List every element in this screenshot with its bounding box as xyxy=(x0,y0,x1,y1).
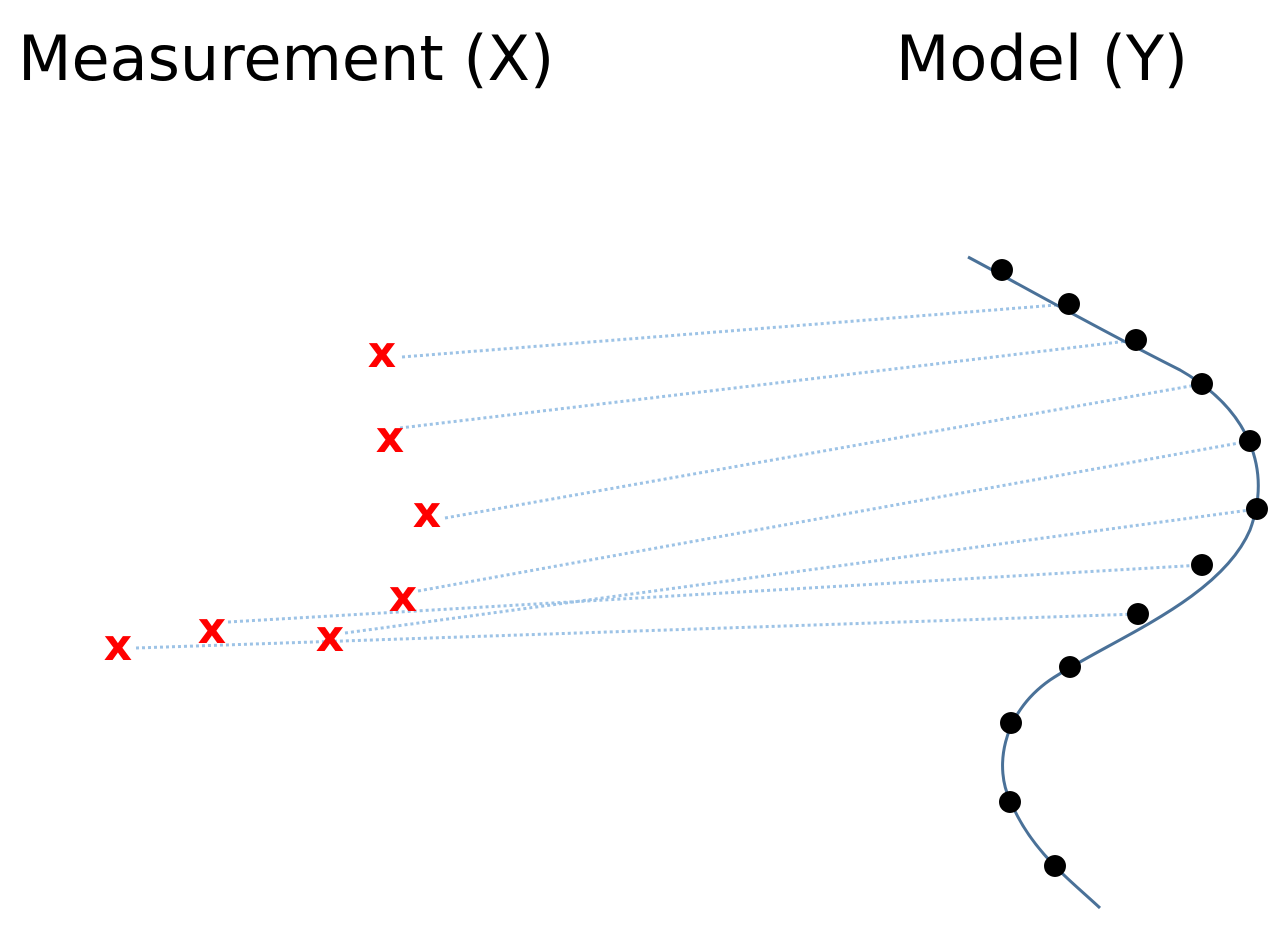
measurement-point: x xyxy=(389,571,417,622)
measurement-point: x xyxy=(104,620,132,671)
measurement-point: x xyxy=(368,327,396,378)
model-point xyxy=(1191,373,1213,395)
model-point xyxy=(1058,293,1080,315)
model-title: Model (Y) xyxy=(895,22,1188,95)
model-point xyxy=(991,259,1013,281)
model-point xyxy=(1000,712,1022,734)
correspondence-line xyxy=(135,612,1139,650)
measurement-point: x xyxy=(316,611,344,662)
correspondence-line xyxy=(227,563,1203,624)
measurement-title: Measurement (X) xyxy=(18,22,555,95)
correspondence-line xyxy=(444,382,1203,520)
model-point xyxy=(999,791,1021,813)
correspondence-line xyxy=(401,302,1070,359)
model-point xyxy=(1127,603,1149,625)
correspondence-line xyxy=(417,439,1251,593)
model-point xyxy=(1191,554,1213,576)
model-point xyxy=(1125,329,1147,351)
measurement-point: x xyxy=(198,603,226,654)
measurement-point: x xyxy=(376,412,404,463)
model-point xyxy=(1059,656,1081,678)
model-point xyxy=(1044,855,1066,877)
correspondence-lines xyxy=(135,302,1258,650)
model-points xyxy=(991,259,1268,877)
model-point xyxy=(1239,430,1261,452)
measurement-point: x xyxy=(413,487,441,538)
model-point xyxy=(1246,498,1268,520)
